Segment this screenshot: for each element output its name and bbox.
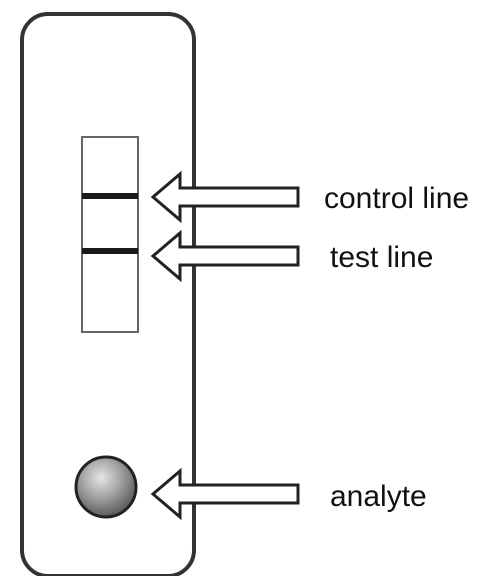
- sample-well-icon: [74, 455, 138, 519]
- control-line-band: [82, 193, 138, 199]
- result-window: [81, 136, 139, 333]
- test-line-band: [82, 248, 138, 254]
- test-line-arrow-icon: [150, 229, 300, 283]
- test-line-label: test line: [330, 241, 434, 274]
- control-line-arrow-icon: [150, 170, 300, 224]
- control-line-label: control line: [324, 182, 470, 215]
- analyte-label: analyte: [330, 480, 427, 513]
- analyte-arrow-icon: [150, 467, 300, 521]
